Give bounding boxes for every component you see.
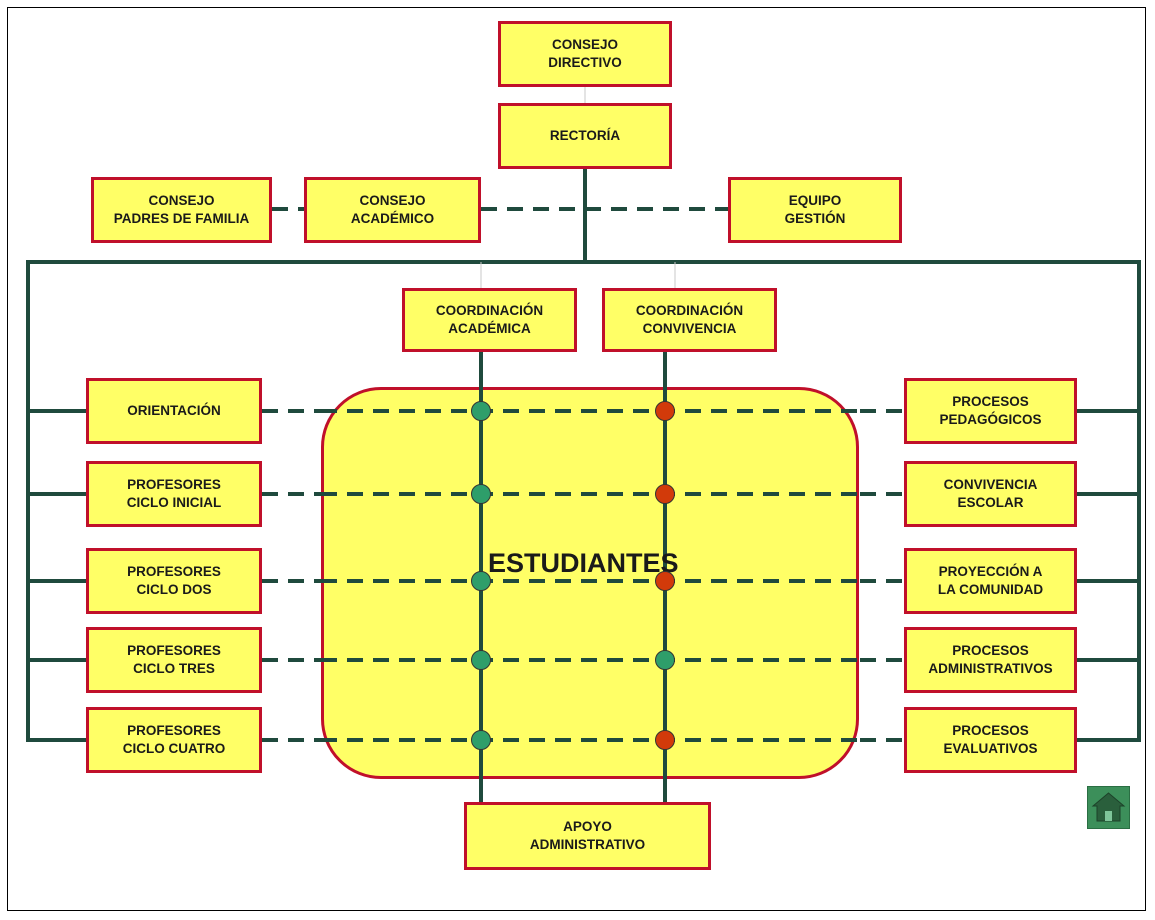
right-box-procesos-evaluativos[interactable]: PROCESOS EVALUATIVOS: [904, 707, 1077, 773]
convivencia-dot-1: [655, 401, 675, 421]
right-box-convivencia-escolar[interactable]: CONVIVENCIA ESCOLAR: [904, 461, 1077, 527]
left-box-ciclo-tres[interactable]: PROFESORES CICLO TRES: [86, 627, 262, 693]
coordinacion-academica-box[interactable]: COORDINACIÓN ACADÉMICA: [402, 288, 577, 352]
apoyo-administrativo-box[interactable]: APOYO ADMINISTRATIVO: [464, 802, 711, 870]
left-box-ciclo-inicial[interactable]: PROFESORES CICLO INICIAL: [86, 461, 262, 527]
consejo-academico-box[interactable]: CONSEJO ACADÉMICO: [304, 177, 481, 243]
rectoria-box[interactable]: RECTORÍA: [498, 103, 672, 169]
convivencia-dot-4: [655, 650, 675, 670]
coordinacion-convivencia-box[interactable]: COORDINACIÓN CONVIVENCIA: [602, 288, 777, 352]
convivencia-dot-5: [655, 730, 675, 750]
academica-dot-5: [471, 730, 491, 750]
convivencia-dot-2: [655, 484, 675, 504]
home-button[interactable]: [1087, 786, 1130, 829]
left-box-orientacion[interactable]: ORIENTACIÓN: [86, 378, 262, 444]
equipo-gestion-box[interactable]: EQUIPO GESTIÓN: [728, 177, 902, 243]
academica-dot-3: [471, 571, 491, 591]
consejo-directivo-box[interactable]: CONSEJO DIRECTIVO: [498, 21, 672, 87]
left-box-ciclo-cuatro[interactable]: PROFESORES CICLO CUATRO: [86, 707, 262, 773]
convivencia-dot-3: [655, 571, 675, 591]
right-box-procesos-pedagogicos[interactable]: PROCESOS PEDAGÓGICOS: [904, 378, 1077, 444]
home-icon: [1091, 792, 1126, 822]
consejo-padres-box[interactable]: CONSEJO PADRES DE FAMILIA: [91, 177, 272, 243]
academica-dot-2: [471, 484, 491, 504]
academica-dot-4: [471, 650, 491, 670]
right-box-proyeccion-comunidad[interactable]: PROYECCIÓN A LA COMUNIDAD: [904, 548, 1077, 614]
academica-dot-1: [471, 401, 491, 421]
chart-frame: [7, 7, 1146, 911]
left-box-ciclo-dos[interactable]: PROFESORES CICLO DOS: [86, 548, 262, 614]
right-box-procesos-administrativos[interactable]: PROCESOS ADMINISTRATIVOS: [904, 627, 1077, 693]
students-label: ESTUDIANTES: [488, 548, 679, 578]
